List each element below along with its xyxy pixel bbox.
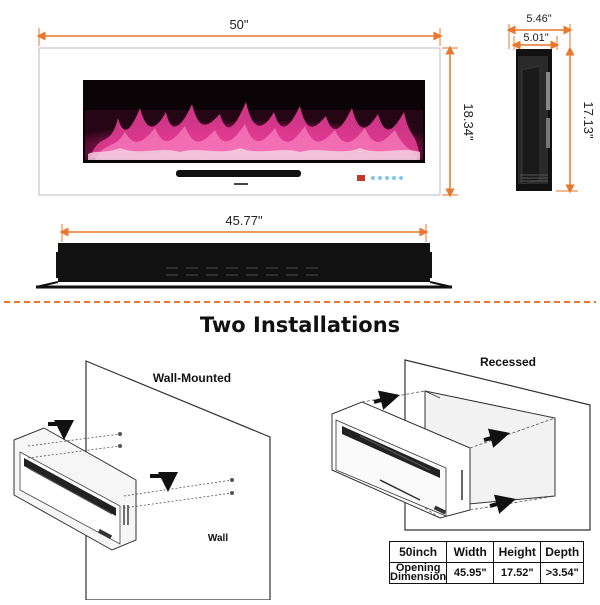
table-cell-height: 17.52" [493,562,542,584]
front-height-label: 18.34" [461,103,476,141]
side-depth-inner-label: 5.01" [523,32,548,44]
table-header-size: 50inch [388,541,448,563]
top-body [58,243,430,282]
top-view: 45.77" [35,213,453,289]
table-header-row: 50inch Width Height Depth [388,541,585,563]
front-view: 50" 18.34" [36,17,476,198]
flame-effect [85,102,423,160]
front-width-label: 50" [229,17,248,32]
opening-dimension-table: 50inch Width Height Depth Opening Dimens… [388,541,585,584]
side-depth-outer-label: 5.46" [526,13,551,25]
table-row: Opening Dimension 45.95" 17.52" >3.54" [388,562,585,584]
table-header-width: Width [446,541,495,563]
side-height-label: 17.13" [581,101,596,139]
heater-vent [176,170,301,177]
table-cell-width: 45.95" [446,562,495,584]
section-title: Two Installations [199,313,401,337]
table-header-depth: Depth [540,541,585,563]
table-cell-depth: >3.54" [540,562,585,584]
wall-label: Wall [208,533,228,544]
control-panel [357,175,403,181]
wall-mounted-diagram: Wall-Mounted Wall [13,360,271,601]
side-view: 5.46" 5.01" 17.13" [506,13,596,194]
recessed-label: Recessed [480,355,536,369]
table-header-height: Height [493,541,542,563]
table-row-label: Opening Dimension [388,562,448,584]
wall-mounted-label: Wall-Mounted [153,371,231,385]
recessed-diagram: Recessed [331,355,591,531]
brand-label [234,183,248,185]
top-width-label: 45.77" [225,213,263,228]
